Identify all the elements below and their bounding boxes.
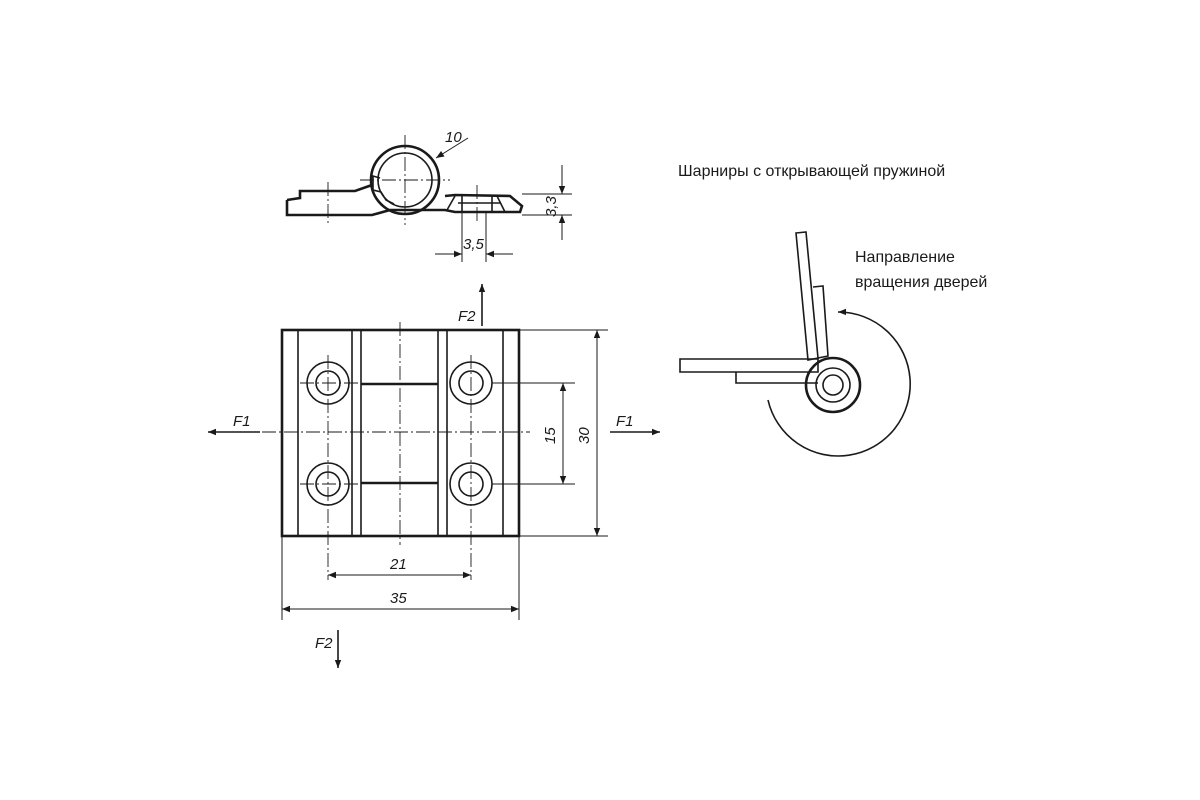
rotation-label-line1: Направление [855, 249, 955, 266]
side-view: 10 3,3 3,5 [285, 129, 572, 262]
side-view-outline [285, 183, 524, 217]
door-leaf-horizontal [679, 358, 819, 373]
thickness-label: 3,3 [543, 195, 560, 217]
diameter-leader [435, 137, 469, 159]
dim35-label: 35 [390, 590, 407, 607]
rotation-knuckle-inner [822, 374, 844, 396]
rotation-arrow [767, 308, 911, 457]
dim21-label: 21 [389, 556, 407, 573]
dim30-label: 30 [576, 427, 593, 444]
countersink-hole [446, 195, 506, 213]
front-view: 15 30 21 35 F1 F1 F2 F2 [208, 284, 660, 668]
door-leaf-vertical-back [812, 285, 829, 359]
plate-outline [280, 328, 521, 538]
force-f2-top-label: F2 [458, 308, 476, 325]
rotation-knuckle-outer [804, 356, 862, 414]
holewidth-label: 3,5 [463, 236, 485, 253]
spring-notch [372, 174, 395, 205]
diagram-title: Шарниры с открывающей пружиной [678, 163, 945, 180]
force-f1-left-label: F1 [233, 413, 251, 430]
door-leaf-horizontal-back [735, 372, 818, 384]
rotation-label-line2: вращения дверей [855, 274, 987, 291]
door-leaf-vertical [795, 231, 819, 361]
rotation-diagram: Шарниры с открывающей пружиной Направлен… [678, 163, 987, 457]
force-f2-bottom-label: F2 [315, 635, 333, 652]
diameter-label: 10 [445, 129, 462, 146]
force-f1-right-label: F1 [616, 413, 634, 430]
rotation-knuckle-mid [815, 367, 851, 403]
dim15-label: 15 [542, 427, 559, 444]
